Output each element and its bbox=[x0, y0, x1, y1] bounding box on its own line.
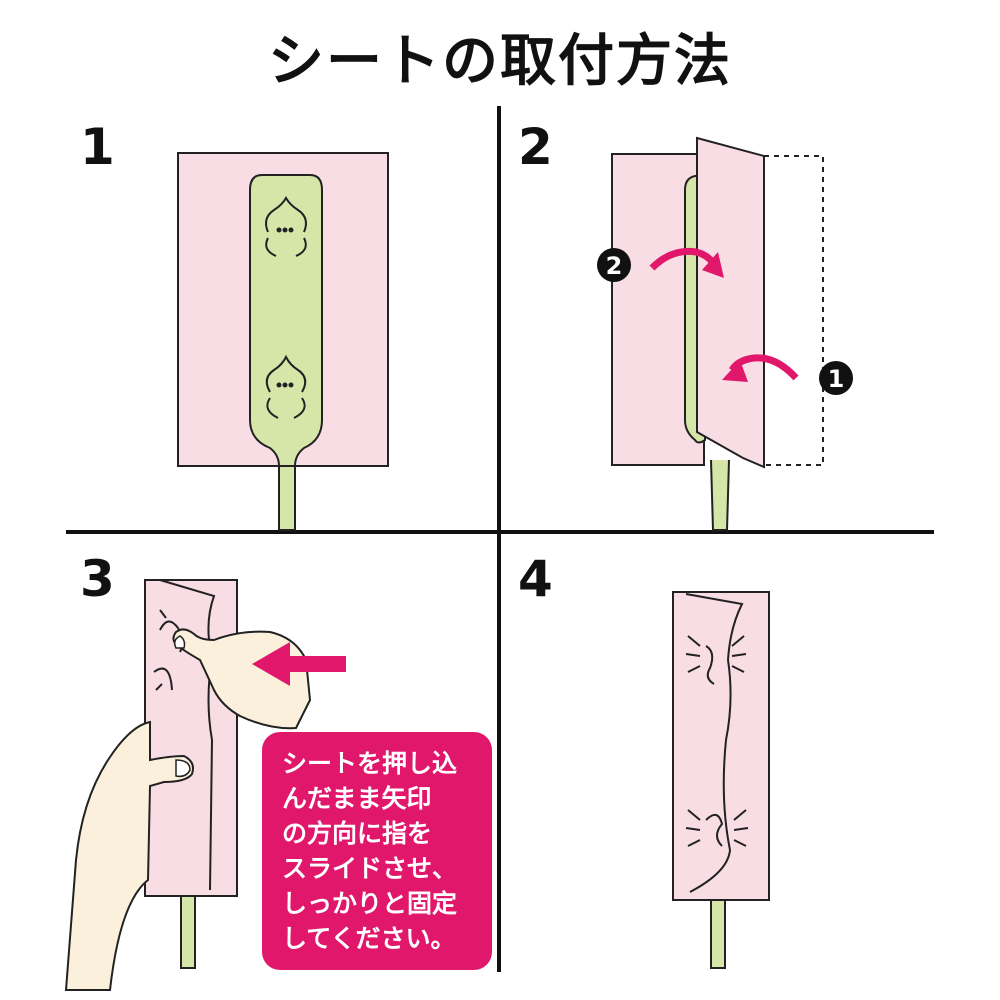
marker-2-bg bbox=[597, 248, 631, 282]
marker-1-bg bbox=[819, 361, 853, 395]
callout-line-2: んだまま矢印 bbox=[282, 784, 432, 813]
folded-flap bbox=[696, 136, 765, 469]
step-2-illustration: 2 1 bbox=[597, 136, 853, 531]
push-arrow bbox=[252, 642, 346, 686]
step-3-illustration bbox=[64, 579, 346, 991]
callout-line-3: の方向に指を bbox=[282, 819, 433, 848]
clip-top-icon bbox=[685, 635, 747, 685]
instruction-callout: シートを押し込 んだまま矢印 の方向に指を スライドさせ、 しっかりと固定 して… bbox=[262, 732, 492, 970]
holder-stick bbox=[278, 466, 296, 531]
thumb-nail bbox=[173, 635, 186, 649]
clip-bottom-icon bbox=[685, 809, 749, 847]
step-1-number: 1 bbox=[80, 118, 115, 176]
vertical-divider bbox=[497, 106, 501, 972]
original-position-outline bbox=[763, 155, 824, 466]
callout-line-6: してください。 bbox=[282, 924, 456, 953]
arrow-2-head bbox=[702, 252, 724, 278]
callout-line-5: しっかりと固定 bbox=[282, 889, 458, 918]
step-4-number: 4 bbox=[518, 550, 553, 608]
sheet-fold-inner bbox=[685, 593, 744, 893]
callout-line-4: スライドさせ、 bbox=[282, 854, 458, 883]
holder-stick bbox=[710, 459, 730, 531]
clip-bottom-icon bbox=[265, 354, 307, 419]
marker-2-label: 2 bbox=[606, 252, 623, 280]
sheet-wrapped bbox=[672, 591, 770, 901]
hand-left-thumbnail bbox=[175, 759, 191, 778]
holder-stick bbox=[710, 896, 726, 969]
holder-stick bbox=[180, 892, 196, 969]
clip-top-icon bbox=[265, 195, 307, 257]
horizontal-divider bbox=[66, 530, 934, 534]
page-title: シートの取付方法 bbox=[268, 29, 732, 94]
step-1-illustration bbox=[177, 152, 389, 531]
callout-line-1: シートを押し込 bbox=[282, 749, 458, 778]
arrow-1-head bbox=[722, 360, 748, 382]
holder-paddle bbox=[249, 174, 323, 467]
step-2-number: 2 bbox=[518, 118, 553, 176]
marker-1-label: 1 bbox=[828, 365, 845, 393]
step-3-number: 3 bbox=[80, 550, 115, 608]
hand-left bbox=[64, 720, 194, 991]
